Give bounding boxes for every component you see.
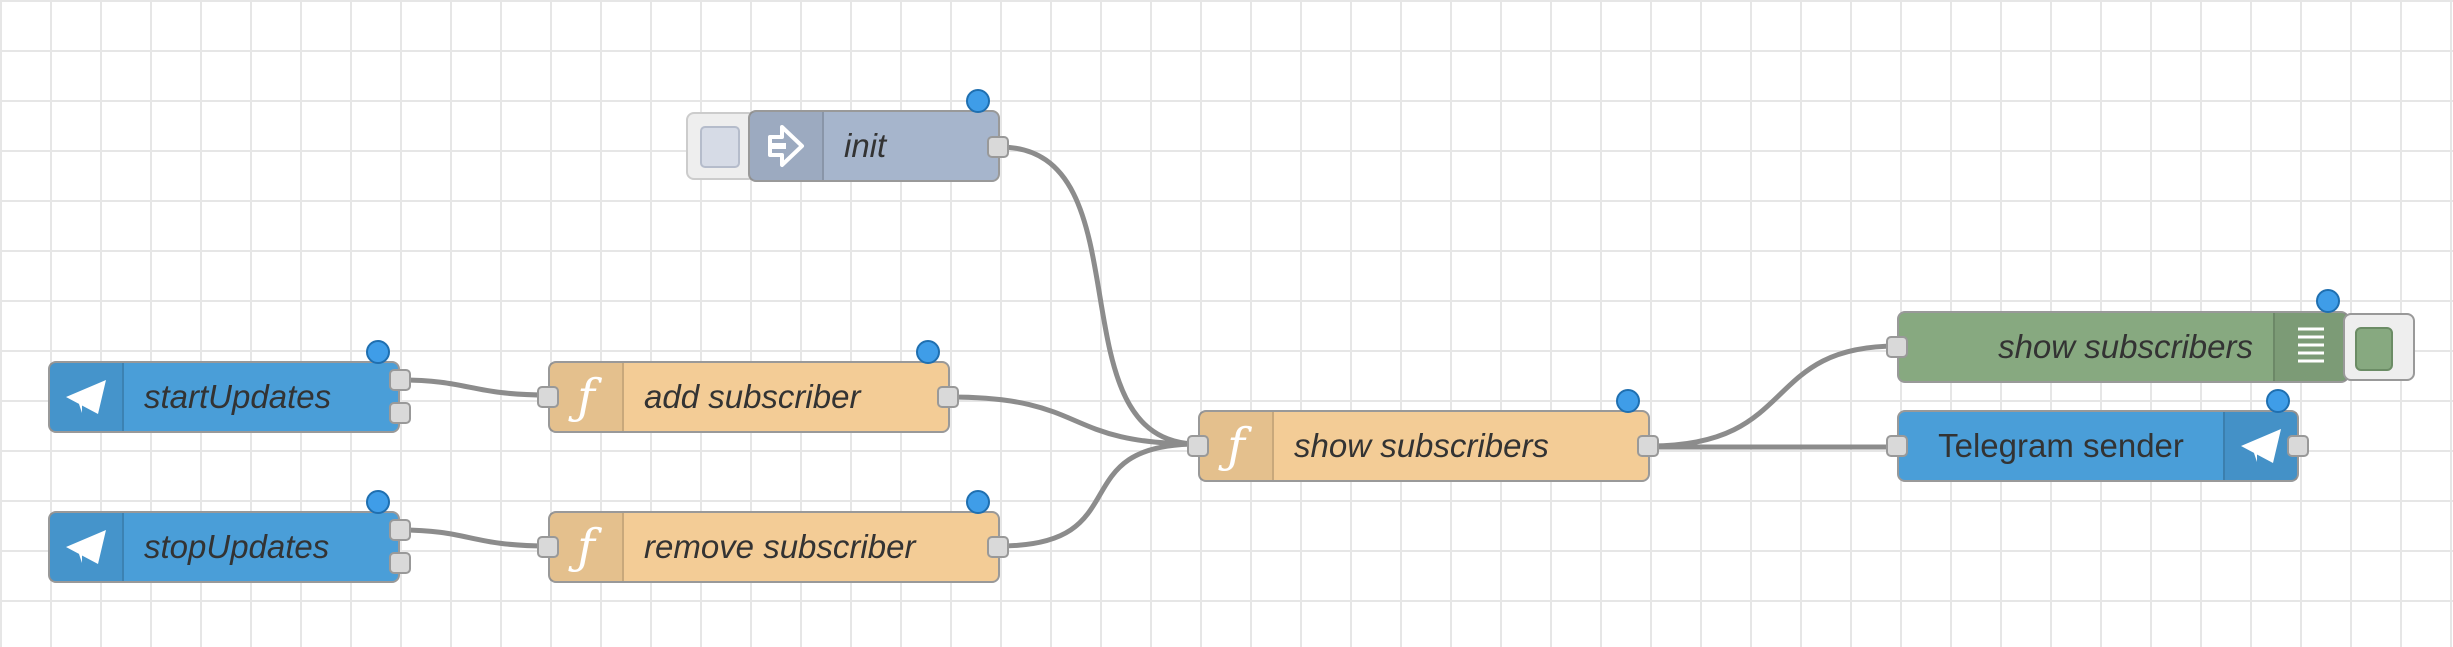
node-start-updates[interactable]: startUpdates xyxy=(48,361,400,433)
function-glyph: ƒ xyxy=(1227,418,1245,474)
node-show-subscribers-debug[interactable]: show subscribers xyxy=(1897,311,2349,383)
start-updates-output-port-2[interactable] xyxy=(389,402,411,424)
telegram-icon xyxy=(2223,412,2297,480)
node-telegram-sender[interactable]: Telegram sender xyxy=(1897,410,2299,482)
telegram-sender-input-port[interactable] xyxy=(1886,435,1908,457)
wire-init-to-show xyxy=(999,144,1199,447)
node-init[interactable]: init xyxy=(748,110,1000,182)
node-show-subscribers-function[interactable]: ƒ show subscribers xyxy=(1198,410,1650,482)
show-subscribers-function-status-dot xyxy=(1616,389,1640,413)
function-icon: ƒ xyxy=(550,513,624,581)
show-subscribers-debug-status-dot xyxy=(2316,289,2340,313)
node-add-subscriber-label: add subscriber xyxy=(644,378,861,415)
telegram-sender-status-dot xyxy=(2266,389,2290,413)
remove-subscriber-output-port[interactable] xyxy=(987,536,1009,558)
debug-toggle-button[interactable] xyxy=(2343,313,2415,381)
show-subscribers-function-output-port[interactable] xyxy=(1637,435,1659,457)
function-glyph: ƒ xyxy=(577,369,595,425)
stop-updates-output-port-1[interactable] xyxy=(389,519,411,541)
inject-button-face xyxy=(700,126,740,168)
init-output-port[interactable] xyxy=(987,136,1009,158)
node-init-label: init xyxy=(844,127,887,164)
inject-arrow-icon xyxy=(750,112,824,180)
telegram-icon xyxy=(50,363,124,431)
wire-remove-to-show xyxy=(999,441,1199,549)
debug-list-icon xyxy=(2273,313,2347,381)
node-remove-subscriber-label: remove subscriber xyxy=(644,528,916,565)
wire-add-to-show xyxy=(949,394,1199,447)
node-stop-updates[interactable]: stopUpdates xyxy=(48,511,400,583)
stop-updates-output-port-2[interactable] xyxy=(389,552,411,574)
init-status-dot xyxy=(966,89,990,113)
wire-start-to-add xyxy=(399,377,549,398)
show-subscribers-function-input-port[interactable] xyxy=(1187,435,1209,457)
telegram-icon xyxy=(50,513,124,581)
node-add-subscriber[interactable]: ƒ add subscriber xyxy=(548,361,950,433)
init-inject-button[interactable] xyxy=(686,112,756,180)
node-remove-subscriber[interactable]: ƒ remove subscriber xyxy=(548,511,1000,583)
start-updates-output-port-1[interactable] xyxy=(389,369,411,391)
node-stop-updates-label: stopUpdates xyxy=(144,528,330,565)
function-icon: ƒ xyxy=(550,363,624,431)
function-icon: ƒ xyxy=(1200,412,1274,480)
wire-stop-to-remove xyxy=(399,527,549,549)
remove-subscriber-input-port[interactable] xyxy=(537,536,559,558)
node-show-subscribers-function-label: show subscribers xyxy=(1294,427,1549,464)
node-start-updates-label: startUpdates xyxy=(144,378,332,415)
show-subscribers-debug-input-port[interactable] xyxy=(1886,336,1908,358)
telegram-sender-output-port[interactable] xyxy=(2287,435,2309,457)
start-updates-status-dot xyxy=(366,340,390,364)
node-telegram-sender-label: Telegram sender xyxy=(1938,427,2184,464)
add-subscriber-input-port[interactable] xyxy=(537,386,559,408)
stop-updates-status-dot xyxy=(366,490,390,514)
node-show-subscribers-debug-label: show subscribers xyxy=(1998,328,2253,365)
debug-toggle-face xyxy=(2355,327,2393,371)
add-subscriber-status-dot xyxy=(916,340,940,364)
remove-subscriber-status-dot xyxy=(966,490,990,514)
function-glyph: ƒ xyxy=(577,519,595,575)
wire-show-to-debug xyxy=(1649,343,1898,449)
add-subscriber-output-port[interactable] xyxy=(937,386,959,408)
